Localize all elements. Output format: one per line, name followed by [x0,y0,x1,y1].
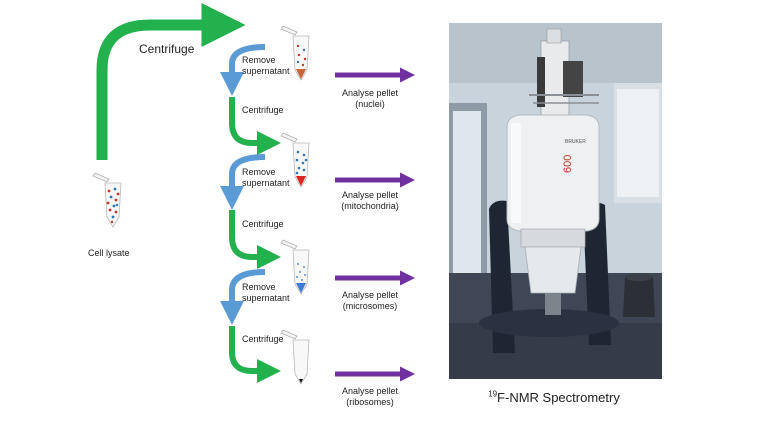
centrifuge-label-1: Centrifuge [242,105,284,115]
remove-supernatant-arrow-1 [220,44,266,96]
centrifuge-arrow-1 [229,97,281,155]
caption-text: F-NMR Spectrometry [497,390,620,405]
analyse-label-ribosomes: Analyse pellet (ribosomes) [320,386,420,408]
analyse-label-mitochondria: Analyse pellet (mitochondria) [320,190,420,212]
tube-mitochondria [280,132,310,188]
analyse-label-nuclei: Analyse pellet (nuclei) [320,88,420,110]
tube-ribosomes [280,329,310,385]
analyse-label-line1: Analyse pellet [341,88,399,98]
magnet-brand-text: BRUKER [565,139,586,145]
tube-microsomes [280,239,310,295]
analyse-label-line2: (microsomes) [342,301,398,311]
remove-label-line1: Remove [242,282,276,292]
remove-supernatant-arrow-2 [220,154,266,210]
analyse-label-line2: (nuclei) [355,99,385,109]
analyse-label-line2: (mitochondria) [341,201,399,211]
remove-supernatant-label-3: Remove supernatant [242,282,290,304]
analyse-label-line1: Analyse pellet [341,290,399,300]
caption-superscript: 19 [488,389,498,399]
centrifuge-label-3: Centrifuge [242,334,284,344]
centrifuge-arrow-2 [229,210,281,269]
remove-label-line1: Remove [242,167,276,177]
remove-supernatant-label-1: Remove supernatant [242,55,290,77]
cell-lysate-tube [92,172,122,228]
analyse-label-line1: Analyse pellet [341,190,399,200]
centrifuge-label-2: Centrifuge [242,219,284,229]
analyse-label-line1: Analyse pellet [341,386,399,396]
top-centrifuge-label: Centrifuge [139,42,195,56]
remove-label-line2: supernatant [242,293,290,303]
nmr-spectrometer-photo: BRUKER 600 [449,23,662,379]
remove-supernatant-label-2: Remove supernatant [242,167,290,189]
remove-label-line1: Remove [242,55,276,65]
remove-supernatant-arrow-3 [220,269,266,325]
remove-label-line2: supernatant [242,66,290,76]
tube-nuclei [280,25,310,81]
centrifuge-arrow-3 [229,326,281,383]
cell-lysate-label: Cell lysate [88,248,130,258]
magnet-600-text: 600 [562,155,574,173]
remove-label-line2: supernatant [242,178,290,188]
analyse-label-line2: (ribosomes) [346,397,394,407]
nmr-photo-drawing: BRUKER 600 [449,23,662,379]
mixed-particles [106,187,120,224]
nmr-caption: 19F-NMR Spectrometry [474,390,634,405]
big-centrifuge-arrow [96,3,246,160]
analyse-label-microsomes: Analyse pellet (microsomes) [320,290,420,312]
